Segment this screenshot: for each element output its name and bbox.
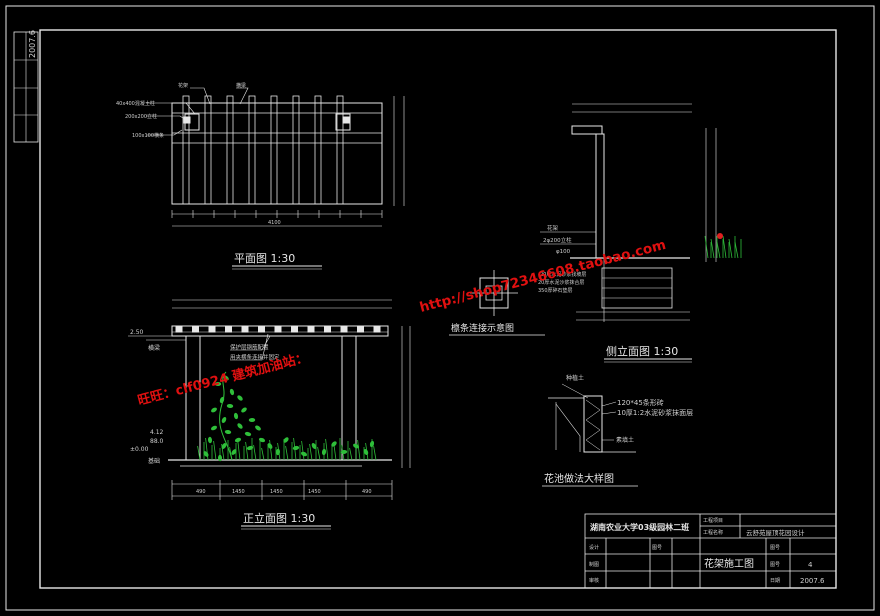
elev-label-h1: 2.50 [130, 329, 144, 336]
plan-slat [314, 95, 322, 205]
plan-label-top-b: 横梁 [236, 82, 246, 89]
plan-label-beam: 100x100横条 [132, 132, 164, 139]
side-elevation [540, 103, 717, 322]
plan-slat [204, 95, 212, 205]
elev-label-note2: 用夹横条连接并固定 [230, 353, 280, 361]
elev-label-h2: 4.12 [150, 429, 164, 436]
strip-date: 2007.6 [28, 30, 37, 58]
plan-title: 平面图 1:30 [234, 252, 295, 265]
watermark-url: http://shop72346608.taobao.com [418, 237, 668, 316]
drawing-border [39, 29, 837, 589]
left-strip: 2007.6 [13, 30, 39, 143]
plan-slat [336, 95, 344, 205]
elev-dim-4: 490 [362, 489, 372, 495]
side-layer-3: 20厚水泥砂浆找坡层 [540, 271, 586, 278]
side-plants [704, 233, 742, 259]
elevation-slat-end [357, 325, 364, 333]
outer-frame [5, 5, 875, 611]
tb-school: 湖南农业大学03级园林二班 [590, 522, 689, 532]
elevation-slat-end [175, 325, 183, 333]
elev-dim-0: 490 [196, 489, 206, 495]
tb-drawing-name: 花架施工图 [704, 557, 754, 570]
tb-name-label: 工程名称 [703, 529, 723, 536]
elevation-title: 正立面图 1:30 [243, 511, 315, 525]
elevation-plants [197, 371, 377, 462]
elevation-slat-end [291, 325, 298, 333]
tb-sheet-label-2: 图号 [770, 562, 780, 568]
elevation-slat-end [192, 325, 199, 333]
planter-label-l1: 120*45条形砖 [617, 398, 664, 407]
side-layer-5: 350厚碎石垫层 [538, 287, 573, 294]
elevation-slat-end [307, 325, 315, 333]
tb-date-label: 日期 [770, 578, 780, 584]
plan-label-col-b: 200x200立柱 [125, 113, 157, 120]
elevation-slat-end [225, 325, 232, 333]
elev-label-beam: 横梁 [148, 344, 160, 352]
tb-name-value: 云舒苑屋顶花园设计 [746, 528, 805, 537]
tb-row-draw: 制图 [589, 561, 599, 568]
elev-dim-1: 1450 [232, 489, 245, 495]
plan-slat [248, 95, 256, 205]
tb-date-value: 2007.6 [800, 577, 825, 585]
title-block [584, 513, 837, 589]
plan-slat [226, 95, 234, 205]
joint-detail [470, 270, 518, 316]
elev-dim-3: 1450 [308, 489, 321, 495]
elevation-slat-end [274, 325, 282, 333]
tb-row-check: 审核 [589, 577, 599, 584]
plan-slat [270, 95, 278, 205]
elev-label-h3: 88.0 [150, 438, 164, 445]
planter-label-soil: 素填土 [616, 436, 634, 444]
elev-label-note1: 保护层钢筋配置 [230, 343, 269, 351]
plan-slat [292, 95, 300, 205]
side-layer-2: φ100 [556, 249, 571, 255]
tb-project-label: 工程项目 [703, 517, 723, 524]
elev-dim-2: 1450 [270, 489, 283, 495]
plan-slats [182, 95, 344, 205]
side-layer-4: 20厚水泥沙浆抹合层 [538, 279, 584, 286]
plan-slat [182, 95, 190, 205]
elevation-slat-end [241, 325, 249, 333]
tb-drawing-no-label: 图号 [652, 545, 662, 551]
tb-sheet-label: 图号 [770, 545, 780, 551]
elevation-slat-end [324, 325, 331, 333]
elevation-slat-end [340, 325, 348, 333]
side-layer-1: 2φ200立柱 [543, 236, 572, 244]
planter-label-top: 种植土 [566, 374, 584, 382]
plan-label-top-a: 花架 [178, 82, 188, 89]
side-layer-0: 花架 [547, 224, 559, 232]
plan-total-dim: 4100 [268, 220, 281, 226]
elevation-slat-end [208, 325, 216, 333]
planter-detail [548, 383, 636, 453]
elev-label-ground: ±0.00 [130, 446, 149, 453]
elevation-slat-end [258, 325, 265, 333]
tb-sheet-value: 4 [808, 561, 813, 569]
plan-label-col-a: 40x400混凝土柱 [116, 100, 155, 107]
planter-label-l2: 10厚1:2水泥砂浆抹面层 [617, 408, 693, 417]
elev-label-base: 基础 [148, 457, 160, 465]
side-title: 侧立面图 1:30 [606, 344, 678, 358]
tb-row-design: 设计 [589, 544, 599, 551]
elevation-slat-end [373, 325, 381, 333]
plan-view [146, 87, 405, 227]
joint-title: 檩条连接示意图 [451, 322, 514, 334]
planter-title: 花池做法大样图 [544, 472, 614, 485]
